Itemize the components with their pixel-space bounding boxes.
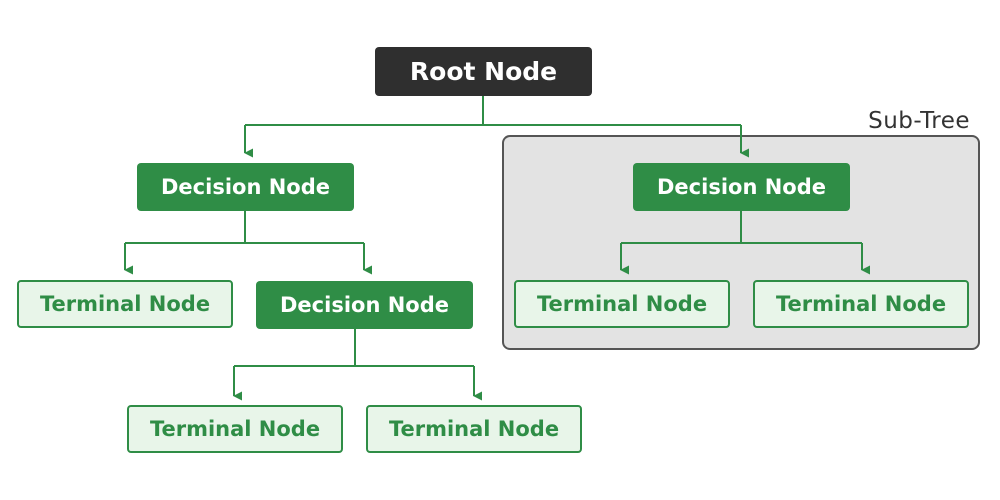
- bottom-left-terminal-node: Terminal Node: [127, 405, 343, 453]
- left-terminal-node: Terminal Node: [17, 280, 233, 328]
- subtree-label: Sub-Tree: [868, 108, 970, 134]
- left-decision-node: Decision Node: [137, 163, 354, 211]
- root-node: Root Node: [375, 47, 592, 96]
- bottom-right-terminal-node: Terminal Node: [366, 405, 582, 453]
- subtree-right-terminal-node: Terminal Node: [753, 280, 969, 328]
- right-decision-node: Decision Node: [633, 163, 850, 211]
- subtree-left-terminal-node: Terminal Node: [514, 280, 730, 328]
- inner-decision-node: Decision Node: [256, 281, 473, 329]
